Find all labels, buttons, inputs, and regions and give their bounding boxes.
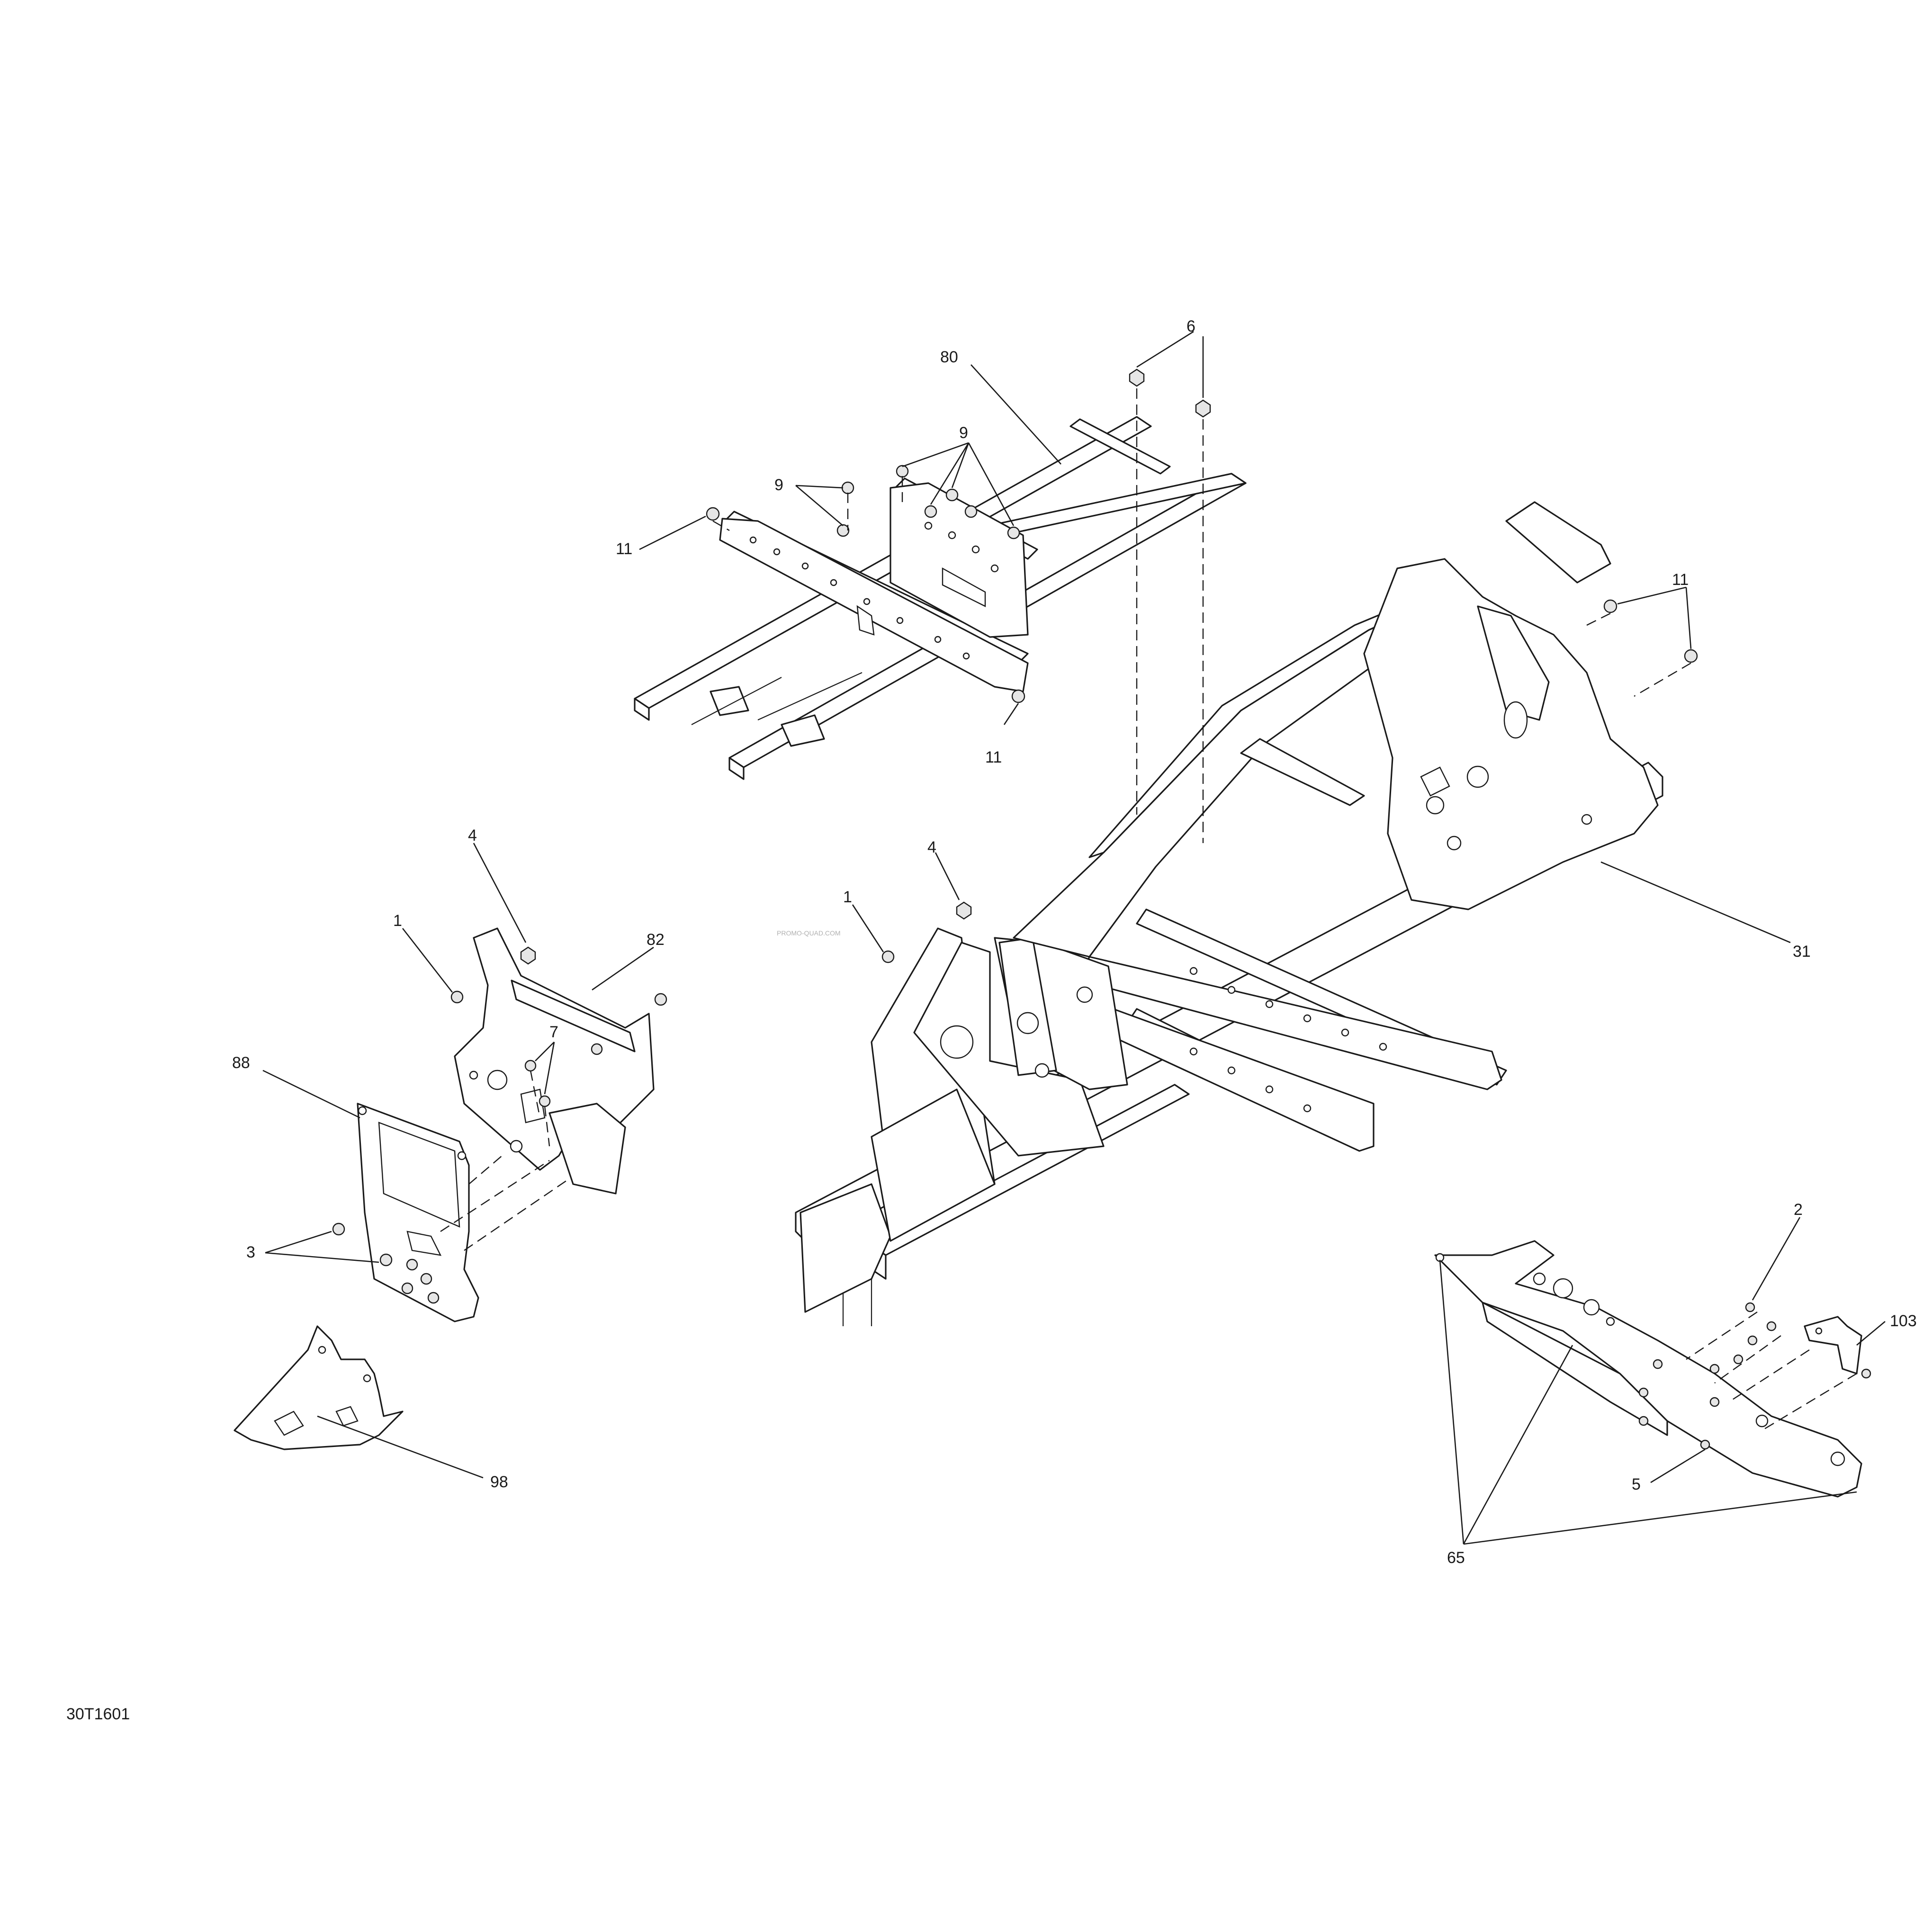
callout-7: 7 xyxy=(549,1023,558,1041)
callout-88: 88 xyxy=(232,1054,250,1072)
nut-6a xyxy=(1129,368,1145,387)
callout-1-left: 1 xyxy=(393,912,402,930)
callout-9-left: 9 xyxy=(774,476,783,494)
part-82-bracket xyxy=(454,927,655,1195)
callout-11-left: 11 xyxy=(616,540,632,558)
callout-65: 65 xyxy=(1447,1549,1465,1567)
part-65-arm xyxy=(1434,1240,1862,1498)
assembly-dashes xyxy=(440,388,1857,1431)
callout-4-left: 4 xyxy=(468,827,477,845)
callout-3: 3 xyxy=(246,1243,255,1261)
callout-5: 5 xyxy=(1632,1475,1641,1493)
part-80-upper-frame xyxy=(634,416,1247,780)
callout-11-bottom: 11 xyxy=(985,748,1002,766)
callout-31: 31 xyxy=(1793,943,1811,961)
callout-4-main: 4 xyxy=(927,838,936,856)
leader-lines xyxy=(262,331,1886,1545)
part-31-main-frame: PROMO-QUAD.COM xyxy=(777,501,1663,1326)
callout-98: 98 xyxy=(490,1473,508,1491)
callout-2: 2 xyxy=(1794,1201,1803,1219)
fasteners xyxy=(332,368,1871,1450)
callout-80: 80 xyxy=(940,348,958,366)
callout-9-upper: 9 xyxy=(959,424,968,442)
callout-11-right: 11 xyxy=(1672,571,1689,589)
watermark-text: PROMO-QUAD.COM xyxy=(777,929,841,937)
part-103-bracket xyxy=(1804,1316,1862,1375)
callout-82: 82 xyxy=(647,931,665,949)
drawing-reference: 30T1601 xyxy=(66,1705,130,1723)
callout-6: 6 xyxy=(1186,317,1195,335)
callouts: 6 80 9 9 11 11 11 4 1 82 7 88 3 98 4 1 3… xyxy=(232,317,1917,1567)
rail-holes xyxy=(1189,967,1387,1113)
part-98-bracket xyxy=(234,1325,404,1450)
nut-6b xyxy=(1195,399,1211,418)
callout-1-main: 1 xyxy=(843,888,852,906)
callout-103: 103 xyxy=(1890,1312,1917,1330)
part-88-plate xyxy=(357,1103,479,1322)
